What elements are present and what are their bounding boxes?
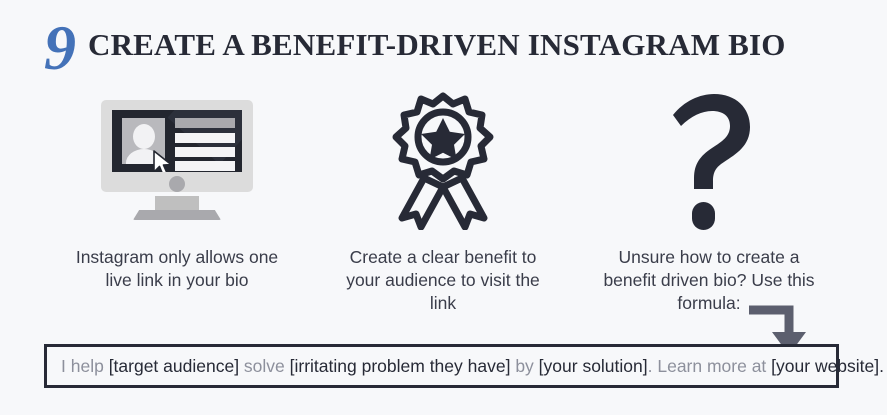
monitor-neck: [155, 196, 199, 210]
formula-segment-0: I help: [61, 355, 109, 376]
screen-line-4: [175, 161, 235, 171]
avatar-body: [125, 149, 162, 164]
formula-segment-1: [target audience]: [108, 355, 240, 376]
question-dot: [692, 201, 715, 230]
column-caption: Instagram only allows one live link in y…: [75, 247, 279, 290]
monitor-profile-icon: [101, 100, 253, 220]
screen-line-1: [175, 118, 235, 128]
avatar: [122, 118, 165, 164]
star-icon: [421, 118, 465, 160]
mouse-cursor-icon: [153, 150, 172, 172]
page-title: CREATE A BENEFIT-DRIVEN INSTAGRAM BIO: [88, 27, 786, 62]
avatar-head: [132, 124, 155, 149]
monitor-screen: [112, 110, 242, 172]
column-caption: Unsure how to create a benefit driven bi…: [603, 247, 815, 313]
icon-container: [310, 90, 576, 230]
formula-segment-2: solve: [239, 355, 290, 376]
columns-row: Instagram only allows one live link in y…: [44, 90, 844, 314]
formula-text: I help [target audience] solve [irritati…: [61, 356, 884, 377]
column-formula-prompt: Unsure how to create a benefit driven bi…: [576, 90, 842, 314]
column-instagram-link: Instagram only allows one live link in y…: [44, 90, 310, 314]
formula-segment-8: .: [879, 355, 885, 376]
formula-segment-7: [your website]: [771, 355, 880, 376]
screen-line-2: [175, 133, 235, 143]
elbow-down-arrow-icon: [745, 300, 815, 365]
question-mark-icon: [673, 93, 750, 230]
formula-box[interactable]: I help [target audience] solve [irritati…: [44, 344, 884, 388]
icon-container: [44, 90, 310, 230]
column-clear-benefit: Create a clear benefit to your audience …: [310, 90, 576, 314]
icon-container: [576, 90, 842, 230]
formula-segment-5: [your solution]: [538, 355, 648, 376]
step-number: 9: [44, 12, 76, 83]
monitor-base: [133, 210, 221, 220]
formula-segment-6: . Learn more at: [647, 355, 772, 376]
formula-segment-3: [irritating problem they have]: [289, 355, 511, 376]
monitor-power-dot: [169, 176, 185, 192]
award-ribbon-icon: [392, 92, 494, 230]
monitor-body: [101, 100, 253, 192]
column-caption: Create a clear benefit to your audience …: [346, 247, 540, 313]
formula-segment-4: by: [510, 355, 539, 376]
header: 9 CREATE A BENEFIT-DRIVEN INSTAGRAM BIO: [44, 12, 786, 83]
screen-line-3: [175, 147, 235, 157]
